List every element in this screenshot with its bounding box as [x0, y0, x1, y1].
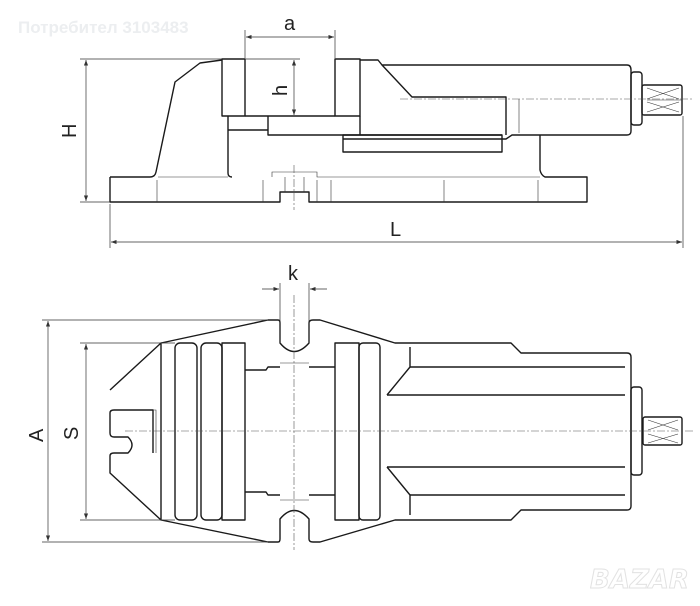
dimension-S: S	[61, 342, 175, 521]
movable-jaw-plate-top	[334, 342, 360, 521]
vise-body	[227, 116, 502, 178]
top-view	[109, 295, 695, 550]
dimension-H: H	[59, 58, 222, 203]
label-S: S	[61, 427, 83, 440]
dimension-a: a	[244, 13, 336, 58]
dimension-k: k	[262, 263, 327, 343]
label-H: H	[59, 124, 81, 138]
collar	[630, 71, 643, 126]
movable-jaw-body	[343, 59, 632, 140]
watermark-text: Потребител 3103483	[18, 18, 189, 37]
bazar-logo: BAZAR	[590, 565, 689, 595]
slide	[342, 134, 503, 153]
label-k: k	[288, 263, 299, 285]
label-A: A	[26, 428, 48, 442]
label-L: L	[390, 219, 401, 241]
movable-jaw-plate	[334, 58, 361, 117]
side-view	[109, 58, 692, 210]
fixed-jaw-plate	[221, 58, 246, 117]
dimension-h: h	[245, 58, 300, 115]
fixed-jaw-plate-top	[221, 342, 246, 521]
label-h: h	[270, 85, 292, 96]
label-a: a	[284, 13, 296, 35]
dimension-A: A	[26, 319, 268, 543]
base-plate	[109, 59, 588, 203]
dimension-L: L	[109, 116, 684, 248]
